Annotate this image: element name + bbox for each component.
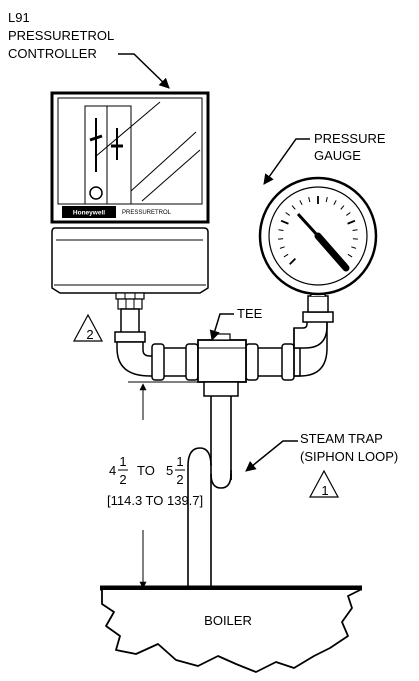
dim-frac-num-1: 1	[119, 454, 126, 469]
gauge-tick	[352, 229, 358, 232]
boiler: BOILER	[100, 585, 362, 673]
steam-trap-label-line1: STEAM TRAP	[300, 431, 383, 446]
gauge-tick	[347, 253, 353, 258]
siphon-loop	[187, 396, 232, 588]
gauge-tick	[347, 219, 356, 225]
pipe-assembly	[114, 288, 334, 397]
gauge-tick	[333, 200, 337, 206]
gauge-tick	[279, 246, 285, 249]
controller-label-line3: CONTROLLER	[8, 46, 97, 61]
gauge-tick	[289, 257, 297, 265]
controller-label-line2: PRESSURETROL	[8, 28, 114, 43]
gauge-tick	[285, 212, 290, 216]
controller-label-line1: L91	[8, 10, 30, 25]
note-2-triangle: 2	[72, 313, 104, 342]
note-1-number: 1	[321, 483, 328, 498]
gauge-tick	[325, 196, 328, 203]
device-nameplate: PRESSURETROL	[122, 210, 172, 216]
pressuretrol-controller: Honeywell PRESSURETROL	[50, 91, 210, 310]
gauge-tick	[346, 212, 351, 216]
note-1-triangle: 1	[308, 469, 340, 498]
dim-frac-den-2: 2	[176, 472, 183, 487]
gauge-tick	[291, 205, 296, 210]
gauge-tick	[283, 253, 289, 258]
steam-trap-label-line2: (SIPHON LOOP)	[300, 449, 398, 464]
dim-whole-2: 5	[166, 463, 173, 478]
gauge-tick	[351, 246, 357, 249]
dim-frac-num-2: 1	[176, 454, 183, 469]
gauge-tick	[340, 205, 345, 210]
honeywell-logo: Honeywell	[73, 210, 105, 217]
gauge-tick	[299, 200, 303, 206]
boiler-label: BOILER	[204, 613, 252, 628]
gauge-tick	[280, 219, 289, 225]
controller-leader-arrow	[118, 53, 170, 89]
gauge-tick	[308, 196, 311, 203]
tee-leader-arrow	[209, 313, 234, 342]
gauge-leader-arrow	[263, 138, 310, 185]
dim-to: TO	[137, 463, 155, 478]
tee-label: TEE	[237, 306, 263, 321]
steam-trap-leader-arrow	[245, 440, 298, 472]
gauge-label-line2: GAUGE	[314, 148, 361, 163]
dimension-text: 4 1 2 TO 5 1 2 [114.3 TO 139.7]	[107, 454, 203, 508]
dim-whole-1: 4	[109, 463, 116, 478]
dim-metric: [114.3 TO 139.7]	[107, 493, 203, 508]
pressure-gauge	[258, 176, 378, 296]
note-2-number: 2	[86, 327, 93, 342]
dim-frac-den-1: 2	[119, 472, 126, 487]
gauge-label-line1: PRESSURE	[314, 131, 386, 146]
dimension-line	[128, 381, 204, 589]
gauge-tick	[278, 229, 284, 232]
